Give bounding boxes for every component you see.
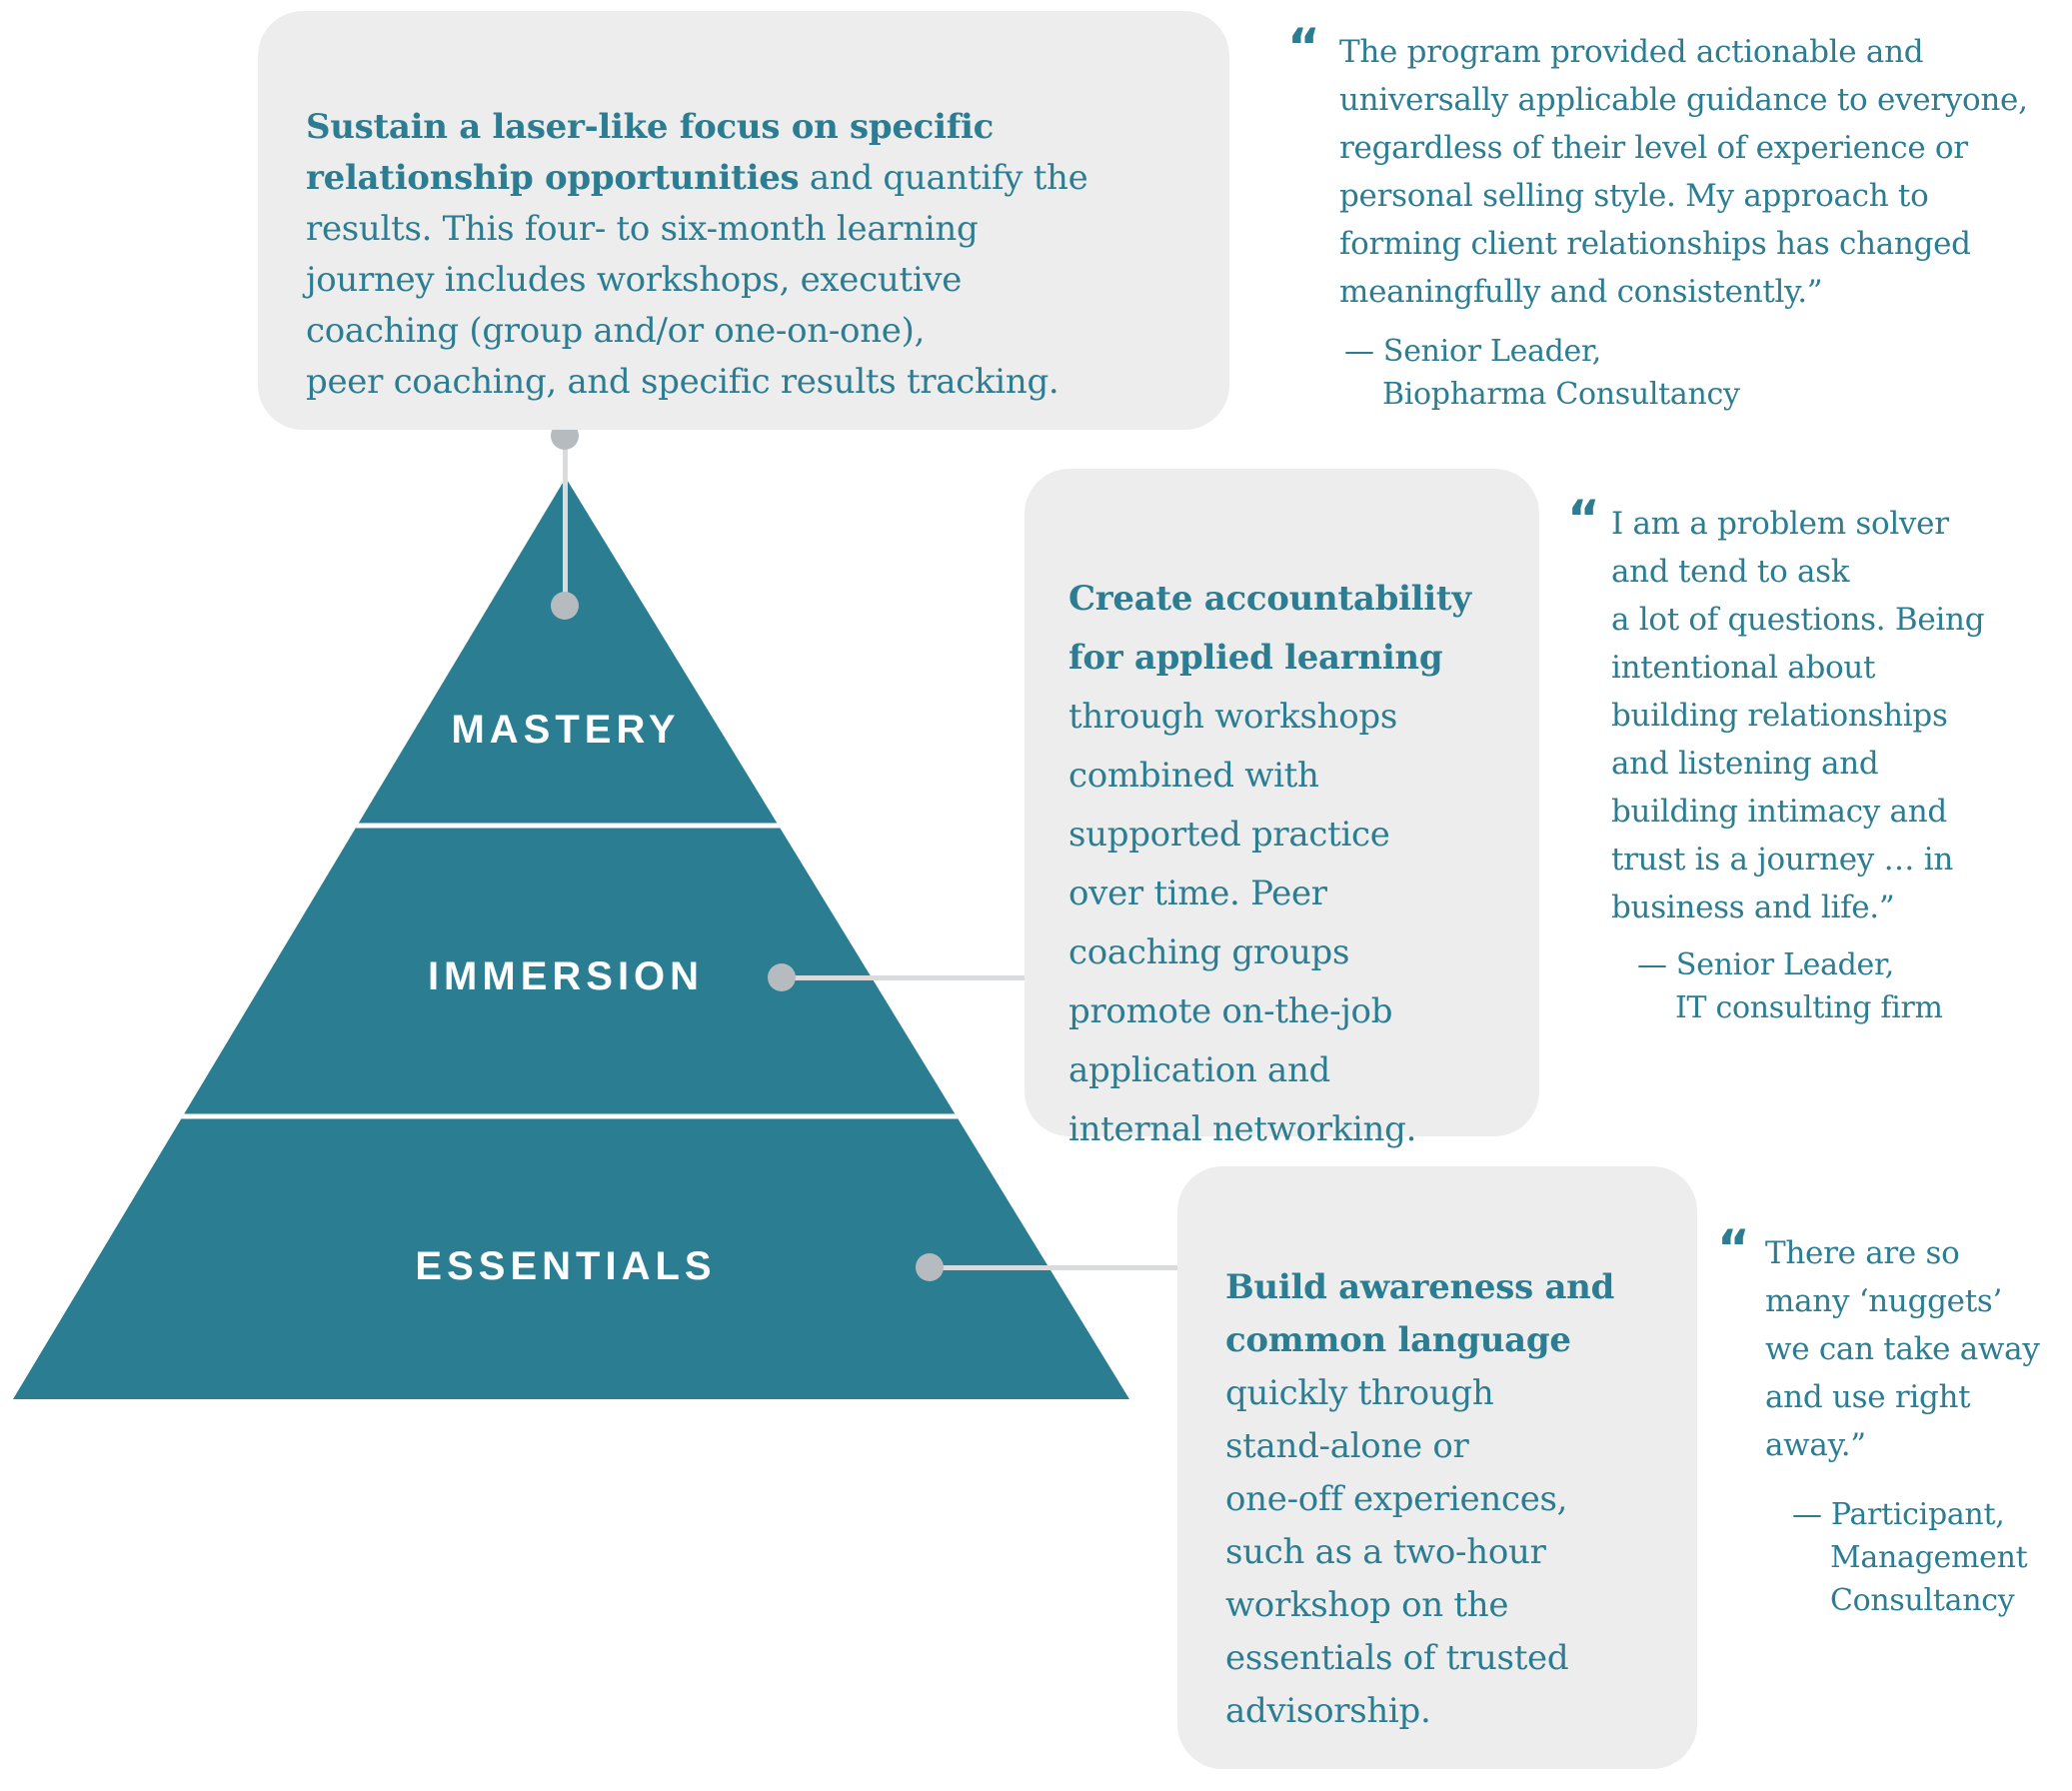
pyramid <box>13 478 1129 1399</box>
connector-line-immersion <box>782 975 1041 980</box>
quote-mark-icon: “ <box>1717 1219 1750 1277</box>
quote-mark-icon: “ <box>1567 490 1600 548</box>
quote-it-consulting: “ I am a problem solver and tend to ask … <box>1567 494 2067 1029</box>
connector-line-essentials <box>930 1265 1191 1270</box>
quote-text: There are so many ‘nuggets’ we can take … <box>1765 1235 2040 1463</box>
mastery-description-bold: Sustain a laser-like focus on specific r… <box>306 107 995 198</box>
pyramid-level-immersion: IMMERSION <box>427 954 705 998</box>
quote-biopharma: “ The program provided actionable and un… <box>1287 22 2072 416</box>
immersion-description-bold: Create accountability for applied learni… <box>1068 579 1471 678</box>
essentials-description-bold: Build awareness and common language <box>1225 1267 1615 1360</box>
immersion-description-body: through workshops combined with supporte… <box>1068 697 1417 1149</box>
connector-dot <box>551 592 579 620</box>
quote-text: I am a problem solver and tend to ask a … <box>1611 506 1985 925</box>
quote-management-consultancy: “ There are so many ‘nuggets’ we can tak… <box>1717 1223 2072 1622</box>
mastery-description-box: Sustain a laser-like focus on specific r… <box>258 11 1229 430</box>
pyramid-shape <box>13 478 1129 1399</box>
quote-attribution: — Senior Leader, Biopharma Consultancy <box>1344 334 1740 412</box>
connector-dot <box>916 1253 944 1281</box>
quote-attribution: — Participant, Management Consultancy <box>1792 1497 2028 1618</box>
immersion-description-box: Create accountability for applied learni… <box>1025 469 1539 1149</box>
pyramid-level-mastery: MASTERY <box>451 708 681 752</box>
connector-dot <box>768 963 796 991</box>
connector-line-mastery <box>563 434 568 606</box>
pyramid-level-essentials: ESSENTIALS <box>415 1244 717 1288</box>
quote-mark-icon: “ <box>1287 18 1320 76</box>
essentials-description-body: quickly through stand-alone or one-off e… <box>1225 1373 1569 1731</box>
quote-text: The program provided actionable and univ… <box>1339 34 2028 310</box>
mastery-description-body: and quantify the results. This four- to … <box>306 158 1088 402</box>
quote-attribution: — Senior Leader, IT consulting firm <box>1637 947 1943 1025</box>
essentials-description-box: Build awareness and common language quic… <box>1177 1166 1697 1769</box>
